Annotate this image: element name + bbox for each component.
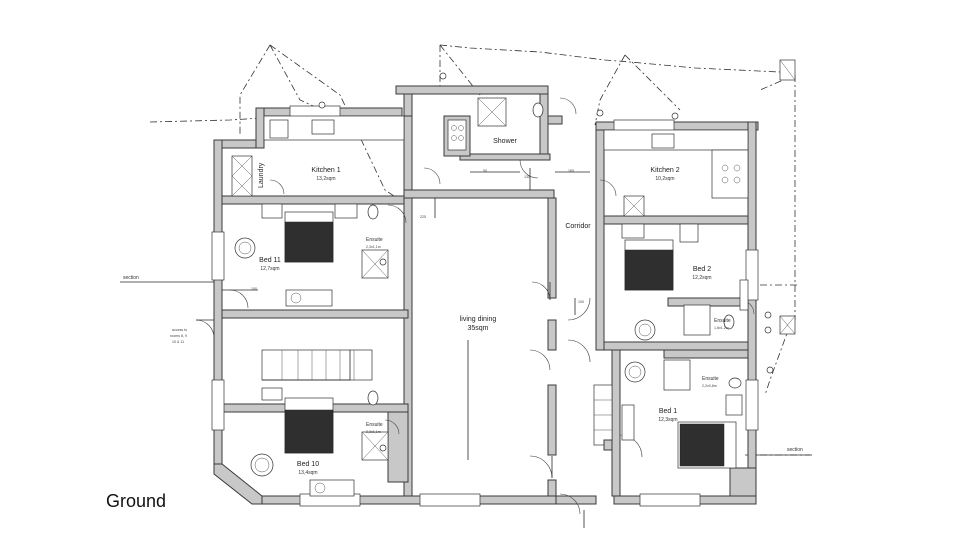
kitchen1-area: 13,2sqm [316, 176, 335, 182]
section-markers: section section [120, 275, 812, 456]
bed1-label: Bed 1 [659, 408, 677, 415]
bed10-area: 13,4sqm [298, 470, 317, 476]
access-note-line3: 10 & 11 [172, 340, 184, 344]
inspection-chambers [779, 59, 796, 335]
service-points [318, 72, 774, 452]
dimension-labels: 50 135 165 225 100 100 [251, 169, 584, 304]
dimension-marks [222, 168, 590, 528]
bed11-label: Bed 11 [259, 257, 281, 264]
access-note-line2: rooms 8, 9 [170, 334, 187, 338]
ensuite10-dim: 2,3x1,1m [366, 430, 381, 434]
furniture [234, 203, 749, 497]
dim-100b: 100 [251, 287, 257, 291]
living-dining-label: living dining [460, 316, 497, 323]
access-note-line1: access to [172, 328, 187, 332]
laundry-label: Laundry [258, 162, 265, 188]
windows [211, 105, 759, 507]
ensuite10-label: Ensuite [366, 422, 383, 428]
kitchen1-label: Kitchen 1 [311, 167, 340, 174]
dim-100a: 100 [578, 300, 584, 304]
kitchen2-area: 10,2sqm [655, 176, 674, 182]
section-label-right: section [787, 447, 803, 453]
ensuite-fixtures [361, 97, 742, 461]
bed11-area: 12,7sqm [260, 266, 279, 272]
dim-135: 135 [524, 175, 530, 179]
ensuite11-label: Ensuite [366, 237, 383, 243]
bed1-area: 12,3sqm [658, 417, 677, 423]
living-dining-area: 35sqm [467, 325, 488, 332]
dim-165: 165 [568, 169, 574, 173]
ensuite1-label: Ensuite [702, 376, 719, 382]
ensuite2-label: Ensuite [714, 318, 731, 324]
beds [284, 211, 737, 469]
shower-label: Shower [493, 138, 517, 145]
bed10-label: Bed 10 [297, 461, 319, 468]
stairs [261, 349, 613, 451]
bed2-label: Bed 2 [693, 266, 711, 273]
section-label-left: section [123, 275, 139, 281]
ensuite1-dim: 2,2x0,8m [702, 384, 717, 388]
room-labels: Laundry Kitchen 1 13,2sqm Shower Kitchen… [258, 138, 731, 476]
corridor-label: Corridor [565, 223, 591, 230]
dim-225: 225 [420, 215, 426, 219]
ensuite2-dim: 1,8x1,2m [714, 326, 729, 330]
doors [195, 97, 755, 515]
floor-title: Ground [106, 491, 167, 511]
kitchen-fixtures [231, 115, 749, 217]
ensuite11-dim: 2,3x1,1m [366, 245, 381, 249]
bed2-area: 12,2sqm [692, 275, 711, 281]
dim-50: 50 [483, 169, 487, 173]
access-note: access to rooms 8, 9 10 & 11 [170, 328, 187, 344]
kitchen2-label: Kitchen 2 [650, 167, 679, 174]
